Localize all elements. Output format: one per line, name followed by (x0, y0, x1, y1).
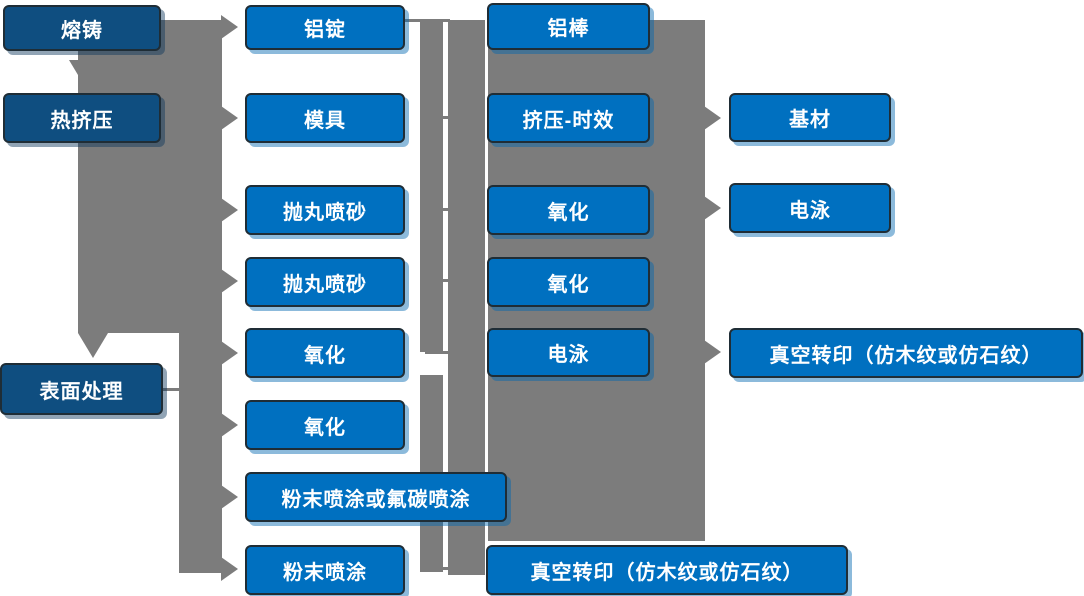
flow-node-jiya-shixiao: 挤压-时效 (487, 93, 650, 143)
flow-node-lvding: 铝锭 (245, 5, 405, 50)
connector-line-row2 (425, 116, 450, 119)
connector-trunk-left (78, 20, 222, 333)
flow-node-yanghua-1: 氧化 (245, 328, 405, 378)
flow-node-rejiya: 热挤压 (3, 93, 161, 143)
arrow-to-jicai-icon (704, 106, 721, 130)
connector-line-lvding-bus (405, 19, 450, 22)
arrow-to-dianyong-2-icon (704, 196, 721, 220)
flow-node-zhenkong-bottom: 真空转印（仿木纹或仿石纹） (486, 545, 848, 595)
arrow-to-lvding-icon (221, 15, 238, 39)
flow-node-dianyong-1: 电泳 (487, 328, 650, 377)
connector-line-row3 (425, 208, 450, 211)
arrow-to-paowanpensha-2-icon (221, 269, 238, 293)
flow-node-paowanpensha-2: 抛丸喷砂 (245, 257, 405, 307)
flow-node-lvbang: 铝棒 (487, 3, 650, 50)
flow-node-moju: 模具 (245, 93, 405, 143)
arrow-to-moju-icon (221, 106, 238, 130)
flow-node-jicai: 基材 (729, 93, 891, 142)
arrow-to-yanghua-1-icon (221, 341, 238, 365)
connector-line-row5 (425, 351, 450, 354)
connector-bus-bar-upper (420, 20, 443, 352)
flow-node-zhenkong-right: 真空转印（仿木纹或仿石纹） (729, 328, 1083, 378)
arrow-to-fenmo-futan-icon (221, 485, 238, 509)
flow-node-fenmo: 粉末喷涂 (245, 545, 405, 595)
flow-node-rongzhu: 熔铸 (3, 5, 161, 51)
arrow-to-zhenkong-right-icon (704, 340, 721, 364)
flow-node-biaomianchuli: 表面处理 (0, 363, 163, 415)
flow-node-yanghua-4: 氧化 (487, 257, 650, 307)
arrow-to-rejiya-icon (69, 60, 99, 85)
arrow-to-paowanpensha-1-icon (221, 198, 238, 222)
connector-line-biaomianchuli (163, 388, 179, 391)
arrow-to-biaomianchuli-icon (78, 333, 108, 358)
connector-line-row4 (425, 279, 450, 282)
flow-node-paowanpensha-1: 抛丸喷砂 (245, 185, 405, 235)
connector-line-row8 (425, 567, 450, 570)
flow-node-fenmo-futan: 粉末喷涂或氟碳喷涂 (245, 472, 507, 522)
flow-node-yanghua-2: 氧化 (245, 400, 405, 450)
arrow-to-fenmo-icon (221, 557, 238, 581)
flow-node-yanghua-3: 氧化 (487, 185, 650, 235)
arrow-to-yanghua-2-icon (221, 413, 238, 437)
connector-trunk-left-lower (179, 333, 222, 573)
flow-node-dianyong-2: 电泳 (729, 183, 891, 233)
